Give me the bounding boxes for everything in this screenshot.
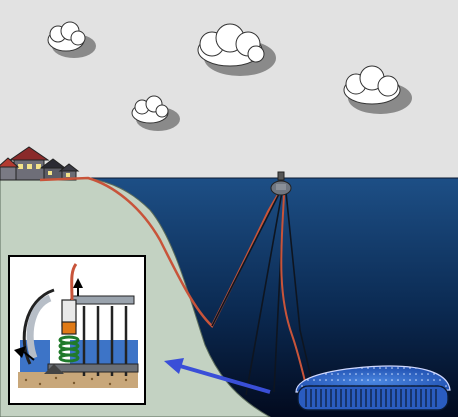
sea: [88, 178, 458, 417]
seabed-device: [295, 365, 451, 411]
inset-seabed: [18, 372, 138, 388]
cloud: [47, 21, 96, 58]
pointer-arrow: [164, 358, 271, 394]
detail-inset: [8, 255, 146, 405]
cloud: [343, 65, 412, 114]
cloud: [131, 95, 180, 131]
riser-cable: [280, 193, 307, 386]
mooring-lines: [211, 191, 313, 396]
surface-buoy: [270, 171, 292, 196]
cloud: [197, 23, 276, 76]
houses: [0, 146, 80, 181]
